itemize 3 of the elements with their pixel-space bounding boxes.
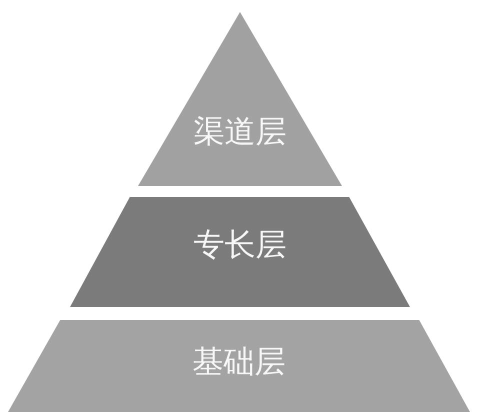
tier-label: 基础层 [192, 344, 286, 380]
tier-label: 专长层 [194, 227, 286, 263]
tier-label: 渠道层 [194, 114, 286, 150]
